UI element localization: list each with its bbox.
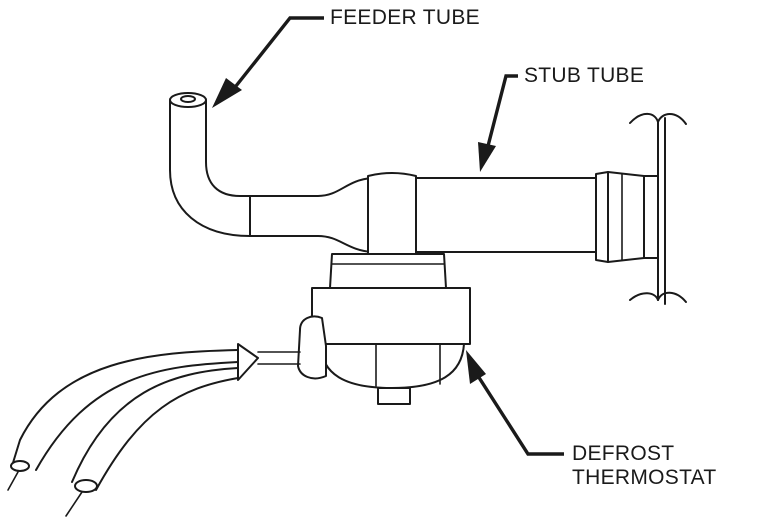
stub-tube	[409, 171, 659, 263]
defrost-thermostat-label-line1: DEFROST	[572, 442, 675, 465]
stub-tube-label: STUB TUBE	[524, 64, 645, 87]
defrost-thermostat-label: DEFROST THERMOSTAT	[572, 442, 717, 490]
defrost-thermostat-leader	[466, 350, 564, 456]
defrost-thermostat-label-line2: THERMOSTAT	[572, 466, 717, 489]
clamp-band	[367, 172, 417, 258]
stub-tube-leader	[478, 74, 518, 172]
feeder-tube	[169, 92, 373, 253]
wire-fitting	[237, 315, 327, 381]
feeder-tube-leader	[212, 16, 324, 108]
defrost-thermostat-body	[311, 253, 471, 405]
feeder-tube-label: FEEDER TUBE	[330, 6, 480, 29]
thermostat-wires	[7, 349, 239, 517]
